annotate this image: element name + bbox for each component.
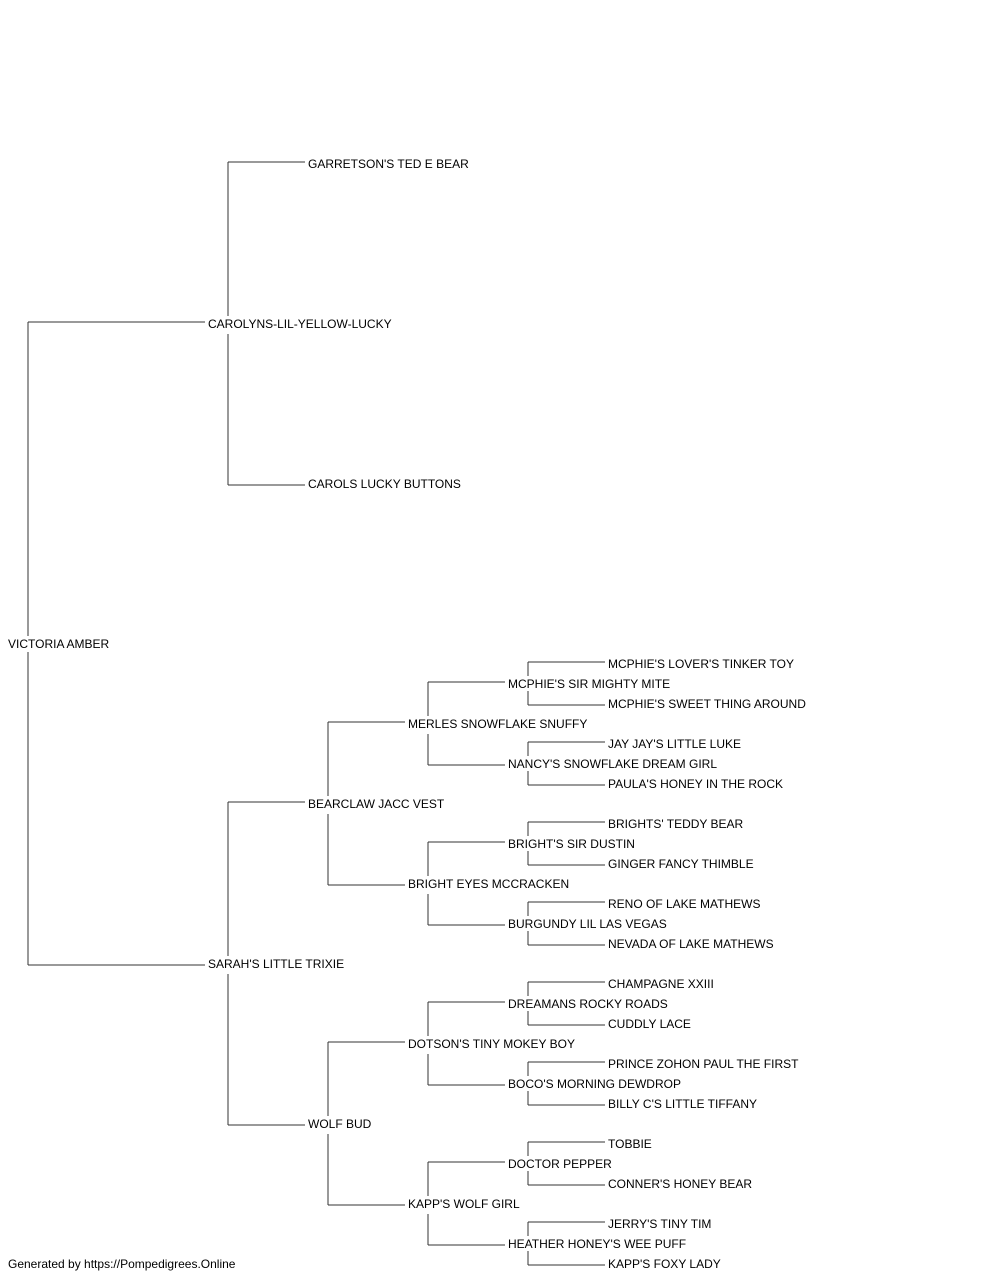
ancestor-name: CUDDLY LACE	[608, 1017, 693, 1031]
ancestor-name: BRIGHT EYES MCCRACKEN	[408, 877, 572, 891]
ancestor-name: JERRY'S TINY TIM	[608, 1217, 714, 1231]
dam-sire-name: BEARCLAW JACC VEST	[308, 797, 447, 811]
ancestor-name: CHAMPAGNE XXIII	[608, 977, 716, 991]
generated-by-footer: Generated by https://Pompedigrees.Online	[8, 1257, 236, 1271]
ancestor-name: NEVADA OF LAKE MATHEWS	[608, 937, 776, 951]
ancestor-name: CONNER'S HONEY BEAR	[608, 1177, 755, 1191]
ancestor-name: DOCTOR PEPPER	[508, 1157, 614, 1171]
ancestor-name: GINGER FANCY THIMBLE	[608, 857, 756, 871]
sire-name: CAROLYNS-LIL-YELLOW-LUCKY	[208, 317, 394, 331]
ancestor-name: BOCO'S MORNING DEWDROP	[508, 1077, 683, 1091]
subject-name: VICTORIA AMBER	[8, 637, 112, 651]
ancestor-name: JAY JAY'S LITTLE LUKE	[608, 737, 744, 751]
ancestor-name: MCPHIE'S SWEET THING AROUND	[608, 697, 808, 711]
dam-name: SARAH'S LITTLE TRIXIE	[208, 957, 347, 971]
ancestor-name: TOBBIE	[608, 1137, 654, 1151]
ancestor-name: MCPHIE'S LOVER'S TINKER TOY	[608, 657, 796, 671]
ancestor-name: KAPP'S FOXY LADY	[608, 1257, 723, 1271]
ancestor-name: MERLES SNOWFLAKE SNUFFY	[408, 717, 590, 731]
ancestor-name: HEATHER HONEY'S WEE PUFF	[508, 1237, 689, 1251]
ancestor-name: DREAMANS ROCKY ROADS	[508, 997, 670, 1011]
ancestor-name: KAPP'S WOLF GIRL	[408, 1197, 522, 1211]
sire-sire-name: GARRETSON'S TED E BEAR	[308, 157, 471, 171]
ancestor-name: PRINCE ZOHON PAUL THE FIRST	[608, 1057, 801, 1071]
ancestor-name: PAULA'S HONEY IN THE ROCK	[608, 777, 786, 791]
dam-dam-name: WOLF BUD	[308, 1117, 374, 1131]
ancestor-name: BRIGHT'S SIR DUSTIN	[508, 837, 637, 851]
ancestor-name: BURGUNDY LIL LAS VEGAS	[508, 917, 669, 931]
ancestor-name: BILLY C'S LITTLE TIFFANY	[608, 1097, 760, 1111]
ancestor-name: RENO OF LAKE MATHEWS	[608, 897, 763, 911]
sire-dam-name: CAROLS LUCKY BUTTONS	[308, 477, 463, 491]
ancestor-name: NANCY'S SNOWFLAKE DREAM GIRL	[508, 757, 719, 771]
ancestor-name: DOTSON'S TINY MOKEY BOY	[408, 1037, 577, 1051]
ancestor-name: BRIGHTS' TEDDY BEAR	[608, 817, 746, 831]
ancestor-name: MCPHIE'S SIR MIGHTY MITE	[508, 677, 673, 691]
